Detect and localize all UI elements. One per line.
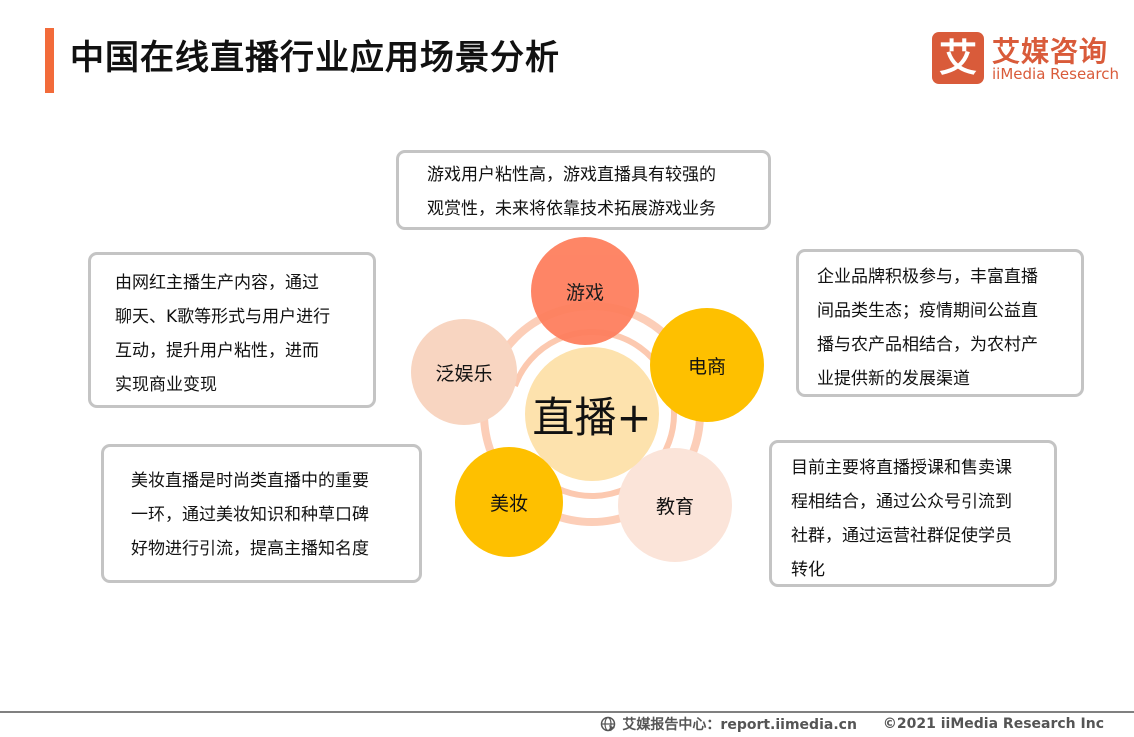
desc-line: 由网红主播生产内容，通过 xyxy=(115,273,319,293)
hub-label: 直播+ xyxy=(532,392,652,442)
desc-line: 社群，通过运营社群促使学员 xyxy=(791,526,1012,546)
desc-line: 转化 xyxy=(791,560,825,580)
node-label: 游戏 xyxy=(565,281,604,304)
node-label: 泛娱乐 xyxy=(435,362,493,385)
desc-line: 播与农产品相结合，为农村产 xyxy=(817,335,1038,355)
node-label: 电商 xyxy=(687,355,726,378)
description-box-entertainment: 由网红主播生产内容，通过 聊天、K歌等形式与用户进行 互动，提升用户粘性，进而 … xyxy=(88,252,376,408)
globe-cursor-icon xyxy=(601,716,616,732)
desc-line: 业提供新的发展渠道 xyxy=(817,369,970,389)
node-education: 教育 xyxy=(618,448,732,562)
desc-line: 美妆直播是时尚类直播中的重要 xyxy=(131,471,369,491)
desc-line: 游戏用户粘性高，游戏直播具有较强的 xyxy=(427,165,716,185)
footer: 艾媒报告中心：report.iimedia.cn ©2021 iiMedia R… xyxy=(600,714,1104,734)
description-box-beauty: 美妆直播是时尚类直播中的重要 一环，通过美妆知识和种草口碑 好物进行引流，提高主… xyxy=(101,444,422,583)
node-entertainment: 泛娱乐 xyxy=(411,319,517,425)
footer-copyright: ©2021 iiMedia Research Inc xyxy=(882,716,1104,732)
desc-line: 好物进行引流，提高主播知名度 xyxy=(131,539,369,559)
desc-line: 企业品牌积极参与，丰富直播 xyxy=(817,267,1038,287)
description-box-education: 目前主要将直播授课和售卖课 程相结合，通过公众号引流到 社群，通过运营社群促使学… xyxy=(769,440,1057,587)
node-beauty: 美妆 xyxy=(455,447,563,557)
desc-line: 目前主要将直播授课和售卖课 xyxy=(791,458,1012,478)
desc-line: 一环，通过美妆知识和种草口碑 xyxy=(131,505,369,525)
desc-line: 程相结合，通过公众号引流到 xyxy=(791,492,1012,512)
node-game: 游戏 xyxy=(531,237,639,345)
desc-line: 实现商业变现 xyxy=(115,375,217,395)
logo-name-en: iiMedia Research xyxy=(992,65,1119,83)
title-accent-bar xyxy=(45,28,54,93)
desc-line: 观赏性，未来将依靠技术拓展游戏业务 xyxy=(427,199,716,219)
logo-name-cn: 艾媒咨询 xyxy=(992,35,1109,68)
description-box-game: 游戏用户粘性高，游戏直播具有较强的 观赏性，未来将依靠技术拓展游戏业务 xyxy=(396,150,771,230)
desc-line: 聊天、K歌等形式与用户进行 xyxy=(115,307,331,327)
desc-line: 间品类生态；疫情期间公益直 xyxy=(817,301,1038,321)
logo-mark-icon: 艾 xyxy=(932,32,984,84)
page-title: 中国在线直播行业应用场景分析 xyxy=(70,38,560,78)
footer-source: 艾媒报告中心：report.iimedia.cn xyxy=(622,717,857,733)
hub-live-streaming: 直播+ xyxy=(525,347,659,481)
description-box-ecommerce: 企业品牌积极参与，丰富直播 间品类生态；疫情期间公益直 播与农产品相结合，为农村… xyxy=(796,249,1084,397)
node-label: 美妆 xyxy=(489,492,528,515)
desc-line: 互动，提升用户粘性，进而 xyxy=(115,341,319,361)
iimedia-logo: 艾 艾媒咨询 iiMedia Research xyxy=(932,32,1119,84)
footer-divider xyxy=(0,711,1134,713)
node-ecommerce: 电商 xyxy=(650,308,764,422)
node-label: 教育 xyxy=(655,495,694,518)
